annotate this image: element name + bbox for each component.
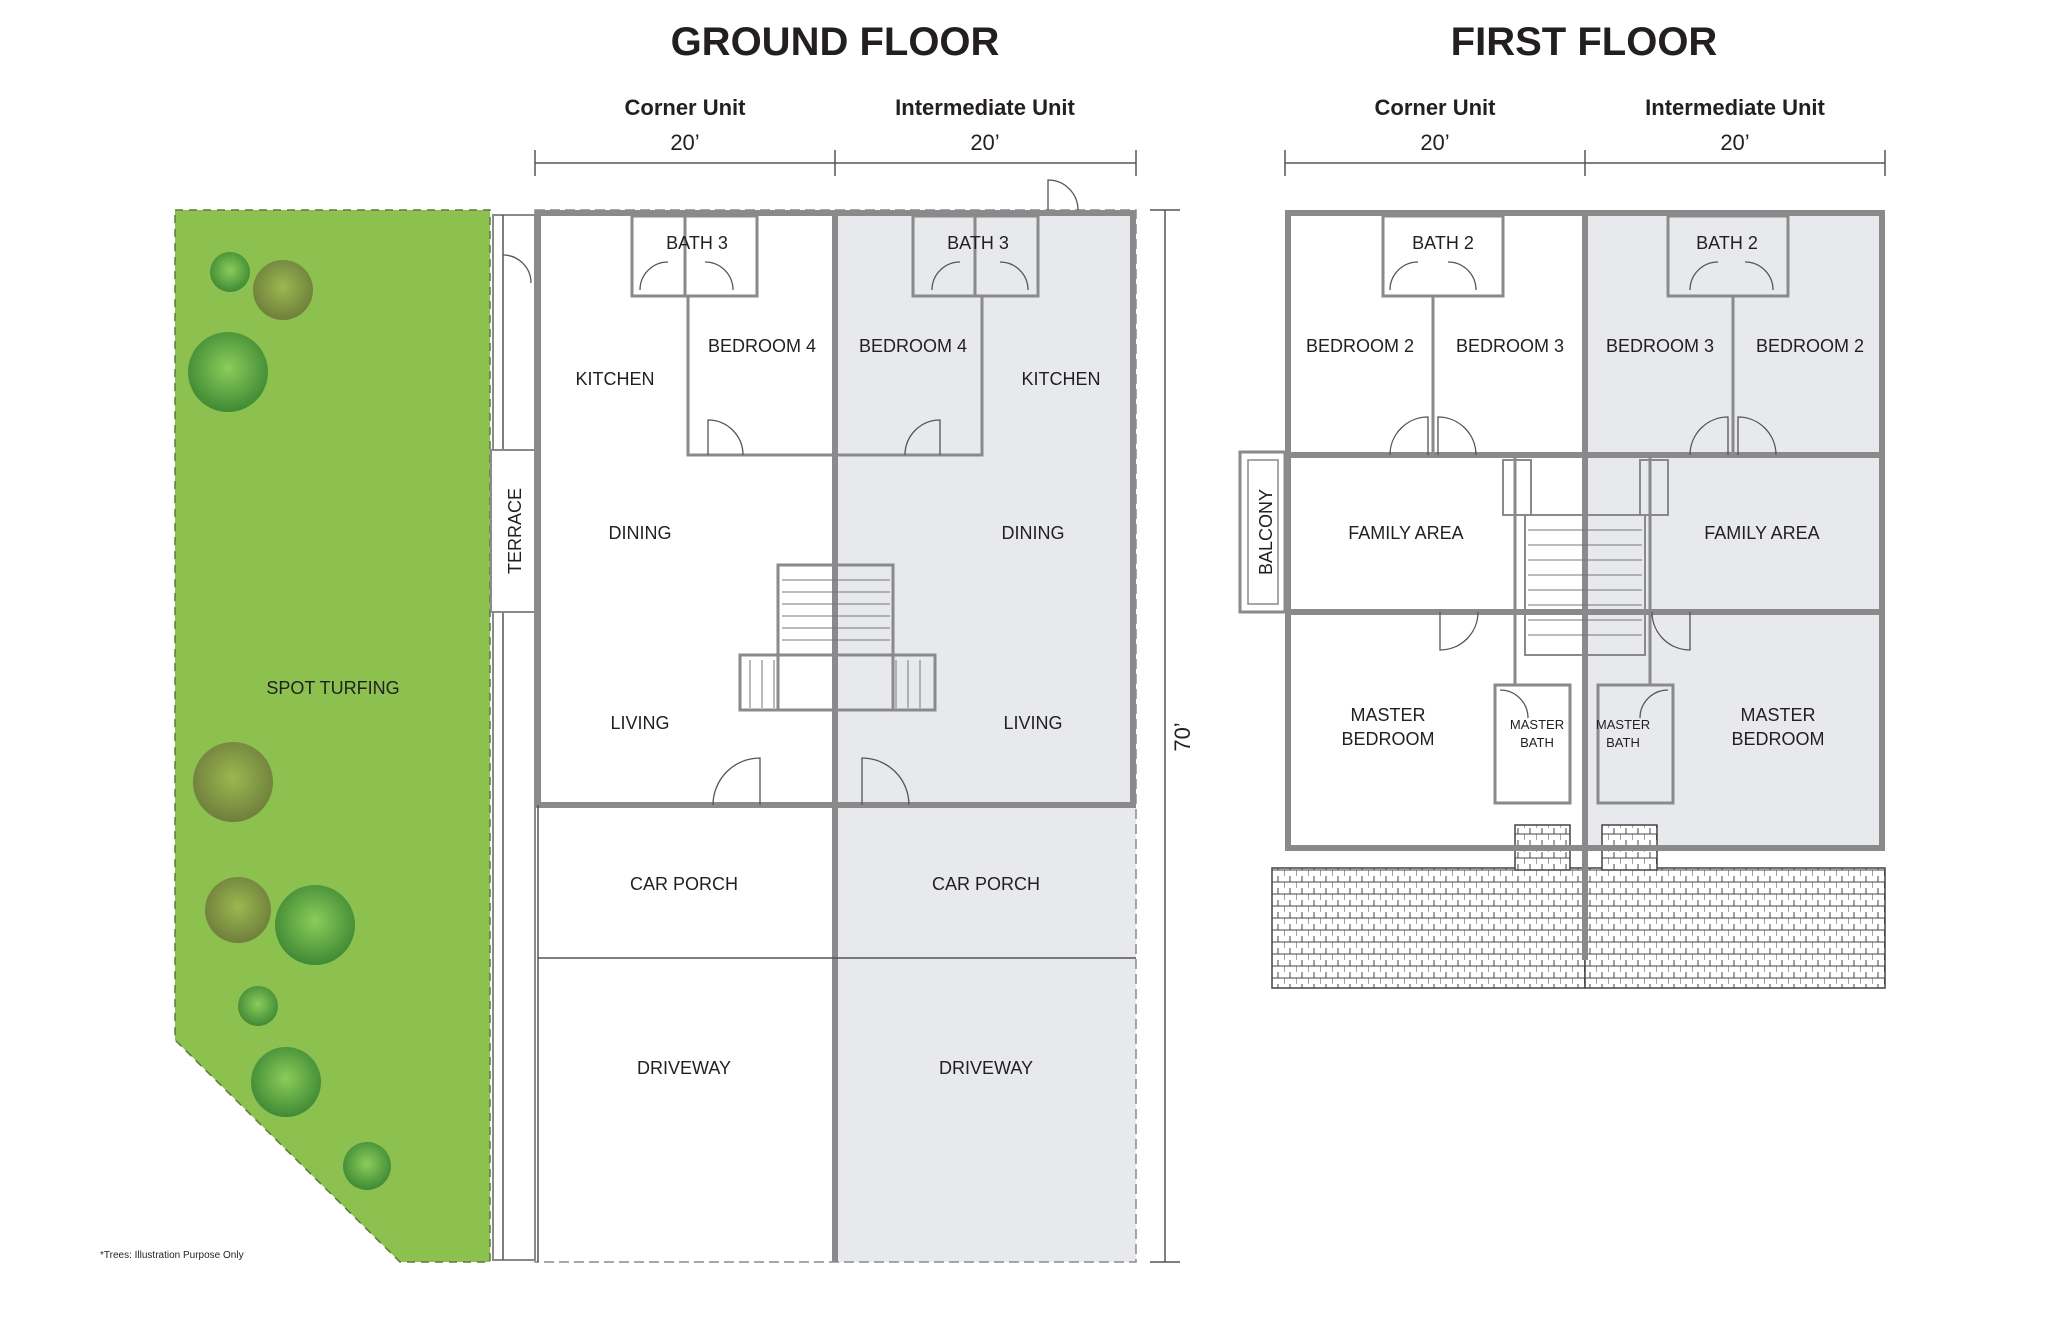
gf-living-inter-label: LIVING: [1003, 713, 1062, 733]
gf-dining-corner-label: DINING: [609, 523, 672, 543]
gf-driveway-corner-label: DRIVEWAY: [637, 1058, 731, 1078]
gf-intermediate-unit-shading: [835, 210, 1136, 1262]
tree-icon: [193, 742, 273, 822]
ff-staircase: [1502, 459, 1669, 656]
gf-intermediate-width: 20’: [970, 130, 999, 155]
ff-master-bedroom-inter-label-1: MASTER: [1740, 705, 1815, 725]
gf-depth-label: 70’: [1170, 722, 1195, 751]
ff-bedroom3-corner-label: BEDROOM 3: [1456, 336, 1564, 356]
gf-depth-dimension-line: [1150, 209, 1180, 1263]
gf-walls: [535, 210, 1136, 1262]
ff-width-dimension-line: [1284, 150, 1886, 176]
ff-master-bedroom-corner-label-1: MASTER: [1350, 705, 1425, 725]
ff-master-bedroom-corner-label-2: BEDROOM: [1341, 729, 1434, 749]
gf-kitchen-inter-label: KITCHEN: [1021, 369, 1100, 389]
gf-doors: [502, 179, 1079, 806]
gf-bath3-corner-label: BATH 3: [666, 233, 728, 253]
ff-roof-tiles-corner: [1271, 867, 1586, 989]
tree-icon: [210, 252, 250, 292]
gf-dining-inter-label: DINING: [1002, 523, 1065, 543]
gf-bedroom4-inter-label: BEDROOM 4: [859, 336, 967, 356]
first-floor-title: FIRST FLOOR: [1451, 20, 1718, 64]
tree-icon: [343, 1142, 391, 1190]
ff-bath2-inter-label: BATH 2: [1696, 233, 1758, 253]
gf-car-porch-corner-label: CAR PORCH: [630, 874, 738, 894]
gf-bedroom4-corner-label: BEDROOM 4: [708, 336, 816, 356]
ff-bath2-corner-label: BATH 2: [1412, 233, 1474, 253]
ff-master-bath-corner-label-2: BATH: [1520, 735, 1554, 750]
ff-corner-unit-label: Corner Unit: [1375, 95, 1497, 120]
ff-balcony: BALCONY: [1238, 450, 1287, 614]
trees-note: *Trees: Illustration Purpose Only: [100, 1250, 244, 1261]
tree-icon: [188, 332, 268, 412]
gf-living-corner-label: LIVING: [610, 713, 669, 733]
tree-icons: [188, 252, 391, 1190]
ff-bedroom3-inter-label: BEDROOM 3: [1606, 336, 1714, 356]
ff-master-bath-corner-label-1: MASTER: [1510, 717, 1564, 732]
ff-master-bath-inter-label-2: BATH: [1606, 735, 1640, 750]
ff-corner-width: 20’: [1420, 130, 1449, 155]
ff-bedroom2-corner-label: BEDROOM 2: [1306, 336, 1414, 356]
tree-icon: [275, 885, 355, 965]
gf-driveway-inter-label: DRIVEWAY: [939, 1058, 1033, 1078]
terrace: TERRACE: [490, 214, 536, 1261]
gf-staircase: [738, 563, 937, 712]
tree-icon: [205, 877, 271, 943]
spot-turfing-label: SPOT TURFING: [266, 678, 399, 698]
ff-intermediate-width: 20’: [1720, 130, 1749, 155]
ff-family-area-inter-label: FAMILY AREA: [1704, 523, 1819, 543]
terrace-label: TERRACE: [505, 488, 525, 574]
ff-family-area-corner-label: FAMILY AREA: [1348, 523, 1463, 543]
ff-roof-tiles-inter: [1584, 867, 1886, 989]
gf-intermediate-unit-label: Intermediate Unit: [895, 95, 1075, 120]
ff-master-bedroom-inter-label-2: BEDROOM: [1731, 729, 1824, 749]
ff-bedroom2-inter-label: BEDROOM 2: [1756, 336, 1864, 356]
gf-corner-unit-label: Corner Unit: [625, 95, 747, 120]
ff-intermediate-unit-label: Intermediate Unit: [1645, 95, 1825, 120]
gf-car-porch-inter-label: CAR PORCH: [932, 874, 1040, 894]
gf-width-dimension-line: [534, 150, 1137, 176]
tree-icon: [253, 260, 313, 320]
ff-master-bath-inter-label-1: MASTER: [1596, 717, 1650, 732]
ground-floor-title: GROUND FLOOR: [671, 20, 1000, 64]
gf-kitchen-corner-label: KITCHEN: [575, 369, 654, 389]
ff-doors: [1389, 261, 1777, 719]
tree-icon: [238, 986, 278, 1026]
gf-corner-width: 20’: [670, 130, 699, 155]
tree-icon: [251, 1047, 321, 1117]
ff-walls: [1285, 210, 1885, 960]
gf-bath3-inter-label: BATH 3: [947, 233, 1009, 253]
ff-balcony-label: BALCONY: [1256, 489, 1276, 575]
